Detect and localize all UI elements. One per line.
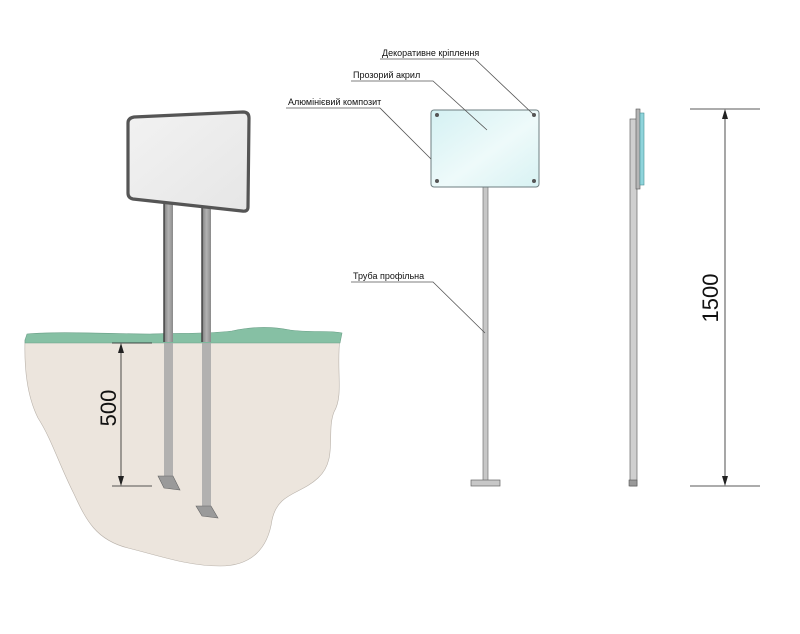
front-base-plate — [470, 479, 501, 487]
post-left-underground — [164, 343, 173, 478]
front-acrylic-panel — [430, 109, 540, 188]
depth-dimension: 500 — [96, 342, 152, 487]
depth-dimension-value: 500 — [96, 390, 121, 427]
post-left — [164, 202, 173, 342]
mount-bottom-right — [532, 179, 536, 183]
post-right-foot — [195, 505, 219, 519]
side-base — [628, 479, 638, 487]
side-acrylic-edge — [639, 112, 645, 186]
post-right — [202, 206, 211, 342]
height-dimension-value: 1500 — [698, 274, 723, 323]
mount-bottom-left — [435, 179, 439, 183]
label-aluminium-composite: Алюмінієвий композит — [288, 97, 381, 107]
sign-panel-perspective — [126, 110, 251, 213]
front-view: Декоративне кріплення Прозорий акрил Алю… — [286, 48, 540, 487]
mount-top-left — [435, 113, 439, 117]
side-bracket — [635, 108, 641, 190]
label-transparent-acrylic: Прозорий акрил — [353, 70, 420, 80]
front-post — [482, 186, 489, 482]
grass-strip — [24, 327, 343, 344]
label-decorative-mounts: Декоративне кріплення — [382, 48, 479, 58]
post-right-underground — [202, 343, 211, 508]
side-view — [628, 108, 645, 487]
post-left-foot — [157, 475, 181, 491]
installation-view: 500 — [24, 110, 343, 567]
soil-section — [24, 337, 341, 567]
label-profile-pipe: Труба профільна — [353, 271, 424, 281]
height-dimension: 1500 — [690, 108, 760, 487]
